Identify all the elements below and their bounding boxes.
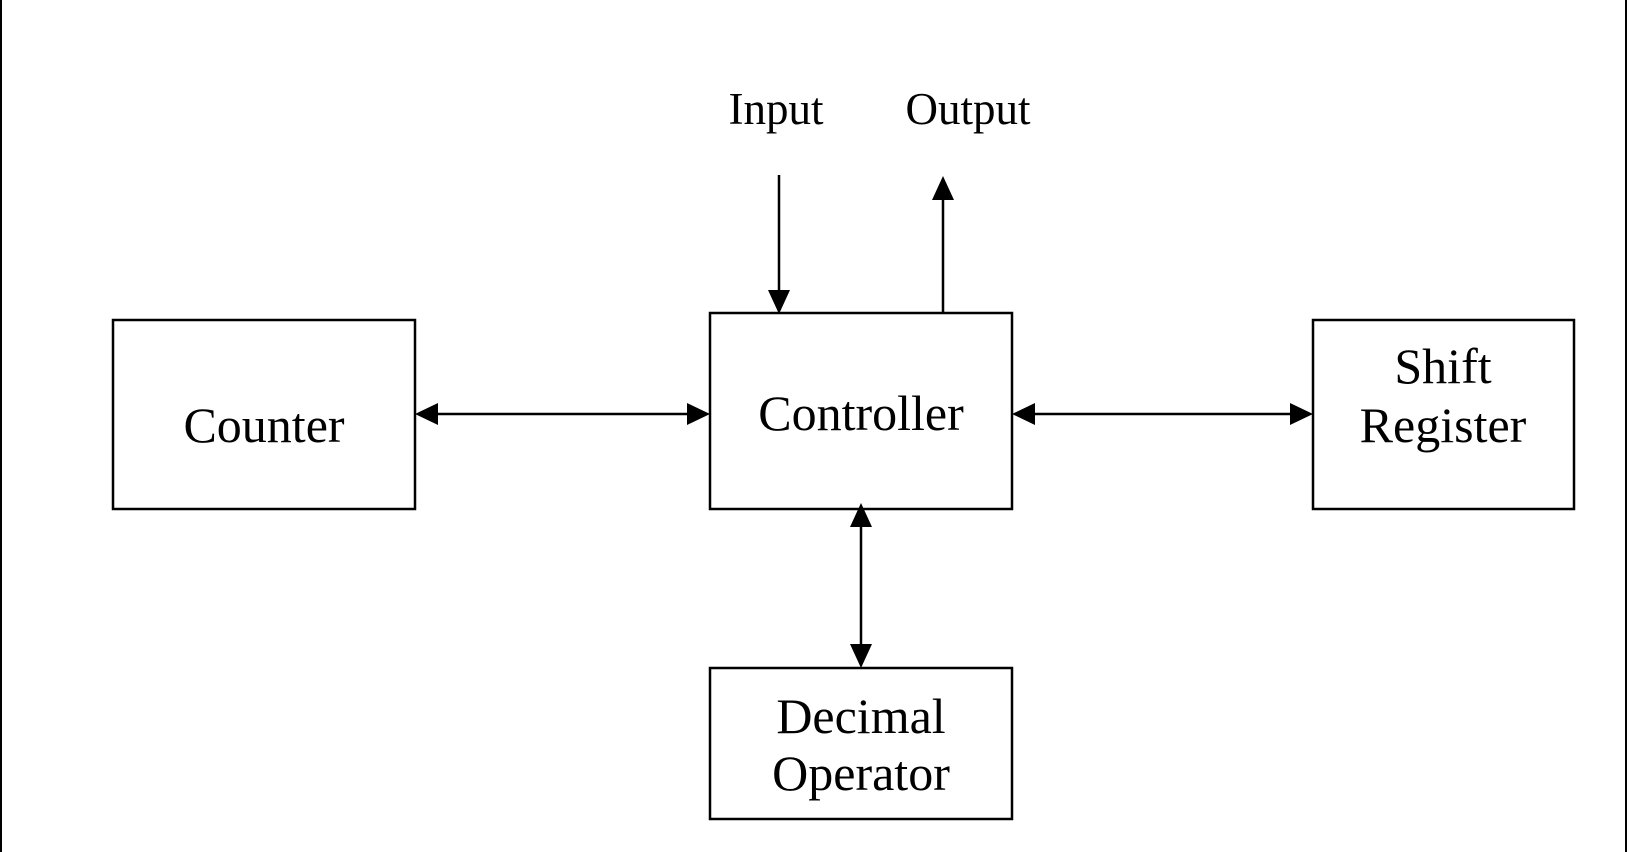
decimal-operator-label-line1: Decimal — [776, 688, 945, 744]
controller-block: Controller — [708, 311, 1014, 511]
decimal-operator-label-line2: Operator — [772, 745, 950, 801]
output-label: Output — [905, 84, 1031, 134]
shift-register-block: Shift Register — [1311, 318, 1576, 511]
input-arrow — [768, 175, 790, 314]
controller-shift-register-arrow — [1012, 403, 1313, 425]
counter-controller-arrow — [415, 403, 710, 425]
decimal-operator-block: Decimal Operator — [708, 666, 1014, 821]
counter-block: Counter — [111, 318, 417, 511]
input-label: Input — [729, 84, 824, 134]
output-arrow — [932, 176, 954, 313]
controller-label: Controller — [758, 385, 964, 441]
controller-decimal-operator-arrow — [850, 503, 872, 668]
shift-register-label-line1: Shift — [1394, 338, 1491, 394]
shift-register-label-line2: Register — [1360, 397, 1527, 453]
counter-label: Counter — [183, 397, 344, 453]
